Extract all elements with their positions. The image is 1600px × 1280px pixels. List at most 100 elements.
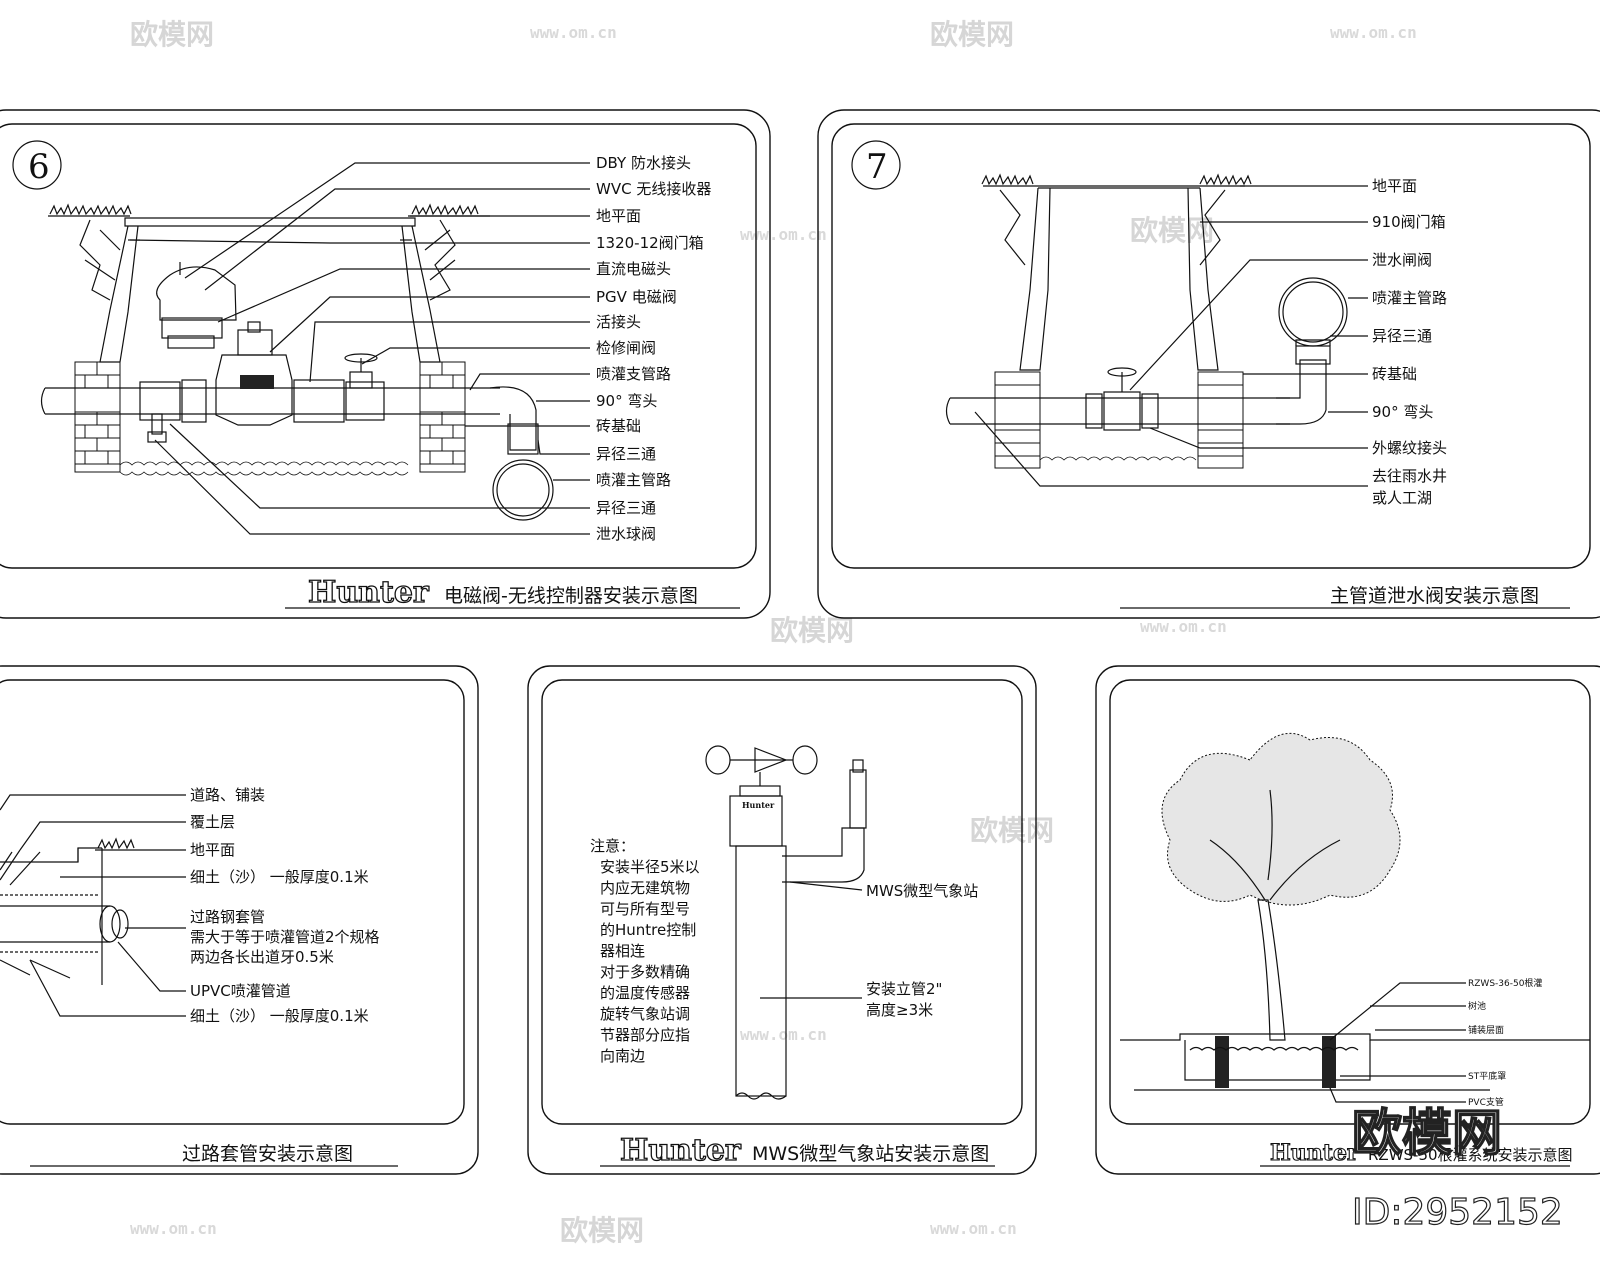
- label-tree-pit: 树池: [1468, 1000, 1486, 1012]
- label-ground-level: 地平面: [190, 841, 235, 859]
- watermark-brand: 欧模网: [930, 18, 1014, 51]
- note-line: 的温度传感器: [600, 984, 690, 1002]
- label-90-elbow: 90° 弯头: [1372, 403, 1433, 421]
- background-watermarks: 欧模网 www.om.cn 欧模网 www.om.cn www.om.cn 欧模…: [130, 18, 1417, 1247]
- note-line: 向南边: [600, 1047, 645, 1065]
- panel-6-outer-frame: [0, 109, 771, 619]
- panel-7-drain-valve: 7: [817, 109, 1600, 619]
- watermark-brand: 欧模网: [560, 1214, 644, 1247]
- panel-sleeve-inner-frame: [0, 679, 465, 1125]
- weather-leader-lines: [760, 881, 863, 999]
- label-st-flat-cap: ST平底罩: [1468, 1070, 1506, 1082]
- panel-6-soil: [48, 203, 490, 301]
- label-rzws-unit: RZWS-36-50根灌: [1468, 977, 1542, 989]
- panel-6-brand-logo: Hunter: [308, 575, 430, 610]
- panel-7-valve-box: [1019, 187, 1219, 371]
- rzws-root-unit: [1322, 1036, 1336, 1088]
- rzws-root-unit: [1215, 1036, 1229, 1088]
- label-road-paving: 道路、铺装: [190, 786, 265, 804]
- tree-canopy: [1161, 732, 1401, 906]
- label-pvc-lateral: PVC支管: [1468, 1096, 1504, 1108]
- note-line: 节器部分应指: [600, 1026, 690, 1044]
- valve-logo-plate: [240, 375, 274, 389]
- panel-6-gate-valve: [344, 353, 378, 389]
- panel-7-leader-lines: [974, 185, 1368, 487]
- panel-7-outer-frame: [817, 109, 1600, 619]
- panel-6-brick-pillars: [74, 361, 466, 473]
- wvc-receiver: [156, 266, 237, 321]
- panel-weather-station: Hunter 注意： 安装半径5米以 内应无建筑物 可与所有型号 的Huntre…: [527, 665, 1037, 1175]
- panel-6-title: 电磁阀-无线控制器安装示意图: [444, 585, 698, 607]
- panel-sleeve-title: 过路套管安装示意图: [182, 1143, 353, 1165]
- note-line: 对于多数精确: [600, 963, 690, 981]
- label-pole-height: 高度≥3米: [866, 1001, 933, 1019]
- panel-7-number-circle: [851, 140, 901, 190]
- label-fine-sand-bottom: 细土（沙） 一般厚度0.1米: [190, 1007, 369, 1025]
- panel-7-brick-pillars: [994, 371, 1244, 469]
- note-line: 内应无建筑物: [600, 879, 690, 897]
- watermark-brand: 欧模网: [970, 814, 1054, 847]
- panel-road-sleeve: 道路、铺装 覆土层 地平面 细土（沙） 一般厚度0.1米 过路钢套管 需大于等于…: [0, 665, 479, 1175]
- panel-6-gravel: [119, 461, 409, 476]
- label-brick-base: 砖基础: [596, 417, 641, 435]
- watermark-url: www.om.cn: [130, 1219, 217, 1238]
- label-or-artificial-lake: 或人工湖: [1372, 489, 1432, 507]
- label-union: 活接头: [596, 313, 641, 331]
- panel-tree-root-watering: RZWS-36-50根灌 树池 铺装层面 ST平底罩 PVC支管 Hunter …: [1095, 665, 1600, 1175]
- panel-weather-brand-logo: Hunter: [620, 1133, 742, 1168]
- watermark-url: www.om.cn: [740, 1025, 827, 1044]
- label-main-pipe: 喷灌主管路: [1372, 289, 1447, 307]
- label-dby-connector: DBY 防水接头: [596, 154, 691, 172]
- tree-leader-lines: [1329, 982, 1466, 1103]
- label-valve-box: 1320-12阀门箱: [596, 234, 704, 252]
- weather-station-drawing: Hunter: [705, 745, 867, 1100]
- panel-6-leader-lines: [129, 162, 590, 535]
- sensor-brand-logo: Hunter: [742, 800, 775, 810]
- watermark-url: www.om.cn: [930, 1219, 1017, 1238]
- panel-7-pipe: [945, 277, 1348, 431]
- note-line: 的Huntre控制: [600, 921, 696, 939]
- panel-7-inner-frame: [831, 123, 1591, 569]
- note-line: 器相连: [600, 942, 645, 960]
- label-brick-base: 砖基础: [1372, 365, 1417, 383]
- sleeve-labels: 道路、铺装 覆土层 地平面 细土（沙） 一般厚度0.1米 过路钢套管 需大于等于…: [190, 786, 380, 1025]
- mounting-pole: [735, 845, 787, 1097]
- note-title: 注意：: [590, 837, 635, 855]
- panel-weather-outer-frame: [527, 665, 1037, 1175]
- label-reducing-tee: 异径三通: [596, 499, 656, 517]
- label-ground-level: 地平面: [1372, 177, 1417, 195]
- label-maintenance-gate-valve: 检修闸阀: [596, 339, 656, 357]
- label-reducing-tee: 异径三通: [1372, 327, 1432, 345]
- label-lateral-pipe: 喷灌支管路: [596, 365, 671, 383]
- label-fine-sand-top: 细土（沙） 一般厚度0.1米: [190, 868, 369, 886]
- weather-labels: MWS微型气象站 安装立管2" 高度≥3米: [866, 882, 978, 1019]
- tree-drawing: [1120, 732, 1590, 1091]
- watermark-url: www.om.cn: [1330, 23, 1417, 42]
- weather-notes: 注意： 安装半径5米以 内应无建筑物 可与所有型号 的Huntre控制 器相连 …: [590, 837, 700, 1065]
- corner-watermark: 欧模网 ID:2952152: [1351, 1103, 1563, 1233]
- watermark-logo-text: 欧模网: [1352, 1104, 1502, 1162]
- watermark-brand: 欧模网: [130, 18, 214, 51]
- label-upvc-pipe: UPVC喷灌管道: [190, 982, 291, 1000]
- tree-trunk: [1257, 899, 1286, 1041]
- tree-labels: RZWS-36-50根灌 树池 铺装层面 ST平底罩 PVC支管: [1468, 977, 1542, 1108]
- panel-6-solenoid-valve: 6: [0, 109, 771, 619]
- label-ground-level: 地平面: [596, 207, 641, 225]
- panel-6-number: 6: [28, 147, 50, 187]
- watermark-url: www.om.cn: [1140, 617, 1227, 636]
- panel-7-labels: 地平面 910阀门箱 泄水闸阀 喷灌主管路 异径三通 砖基础 90° 弯头 外螺…: [1372, 177, 1447, 507]
- label-drain-ball-valve: 泄水球阀: [596, 525, 656, 543]
- sleeve-leader-lines: [0, 794, 186, 1017]
- label-cover-soil: 覆土层: [190, 813, 235, 831]
- label-reducing-tee: 异径三通: [596, 445, 656, 463]
- label-sleeve-size-note: 需大于等于喷灌管道2个规格: [190, 928, 380, 946]
- watermark-brand: 欧模网: [1130, 214, 1214, 247]
- note-line: 可与所有型号: [600, 900, 690, 918]
- panel-tree-title: RZWS-50根灌系统安装示意图: [1368, 1146, 1573, 1164]
- label-dc-solenoid: 直流电磁头: [596, 260, 671, 278]
- panel-weather-title: MWS微型气象站安装示意图: [752, 1143, 989, 1165]
- panel-weather-inner-frame: [541, 679, 1023, 1125]
- panel-tree-inner-frame: [1109, 679, 1591, 1125]
- panel-6-pgv-valve: [156, 262, 293, 426]
- panel-tree-brand-logo: Hunter: [1270, 1140, 1359, 1166]
